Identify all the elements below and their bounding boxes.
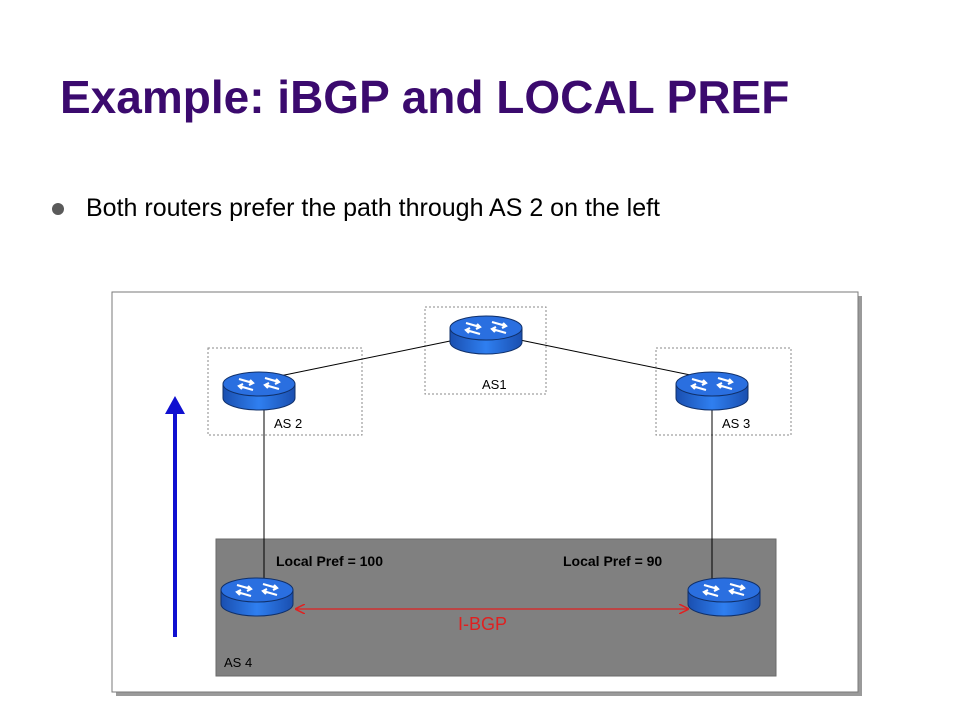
as1-box [424,306,547,395]
router-icon [219,576,295,618]
bullet-item: Both routers prefer the path through AS … [52,194,660,223]
as3-box [655,347,792,436]
as1-label: AS1 [482,377,507,392]
link-as1-as3 [519,339,706,379]
router-icon [686,576,762,618]
ibgp-label: I-BGP [458,614,507,634]
up-arrow-icon [165,396,185,414]
local-pref-left: Local Pref = 100 [276,553,383,569]
bullet-text: Both routers prefer the path through AS … [86,194,660,222]
link-as2-as1 [269,339,456,379]
local-pref-right: Local Pref = 90 [563,553,662,569]
router-icon [674,370,750,412]
router-icon [448,314,524,356]
as2-box [207,347,363,436]
as2-label: AS 2 [274,416,302,431]
as3-label: AS 3 [722,416,750,431]
bullet-dot-icon [52,202,64,215]
as4-label: AS 4 [224,655,252,670]
router-icon [221,370,297,412]
slide-title: Example: iBGP and LOCAL PREF [60,71,790,123]
